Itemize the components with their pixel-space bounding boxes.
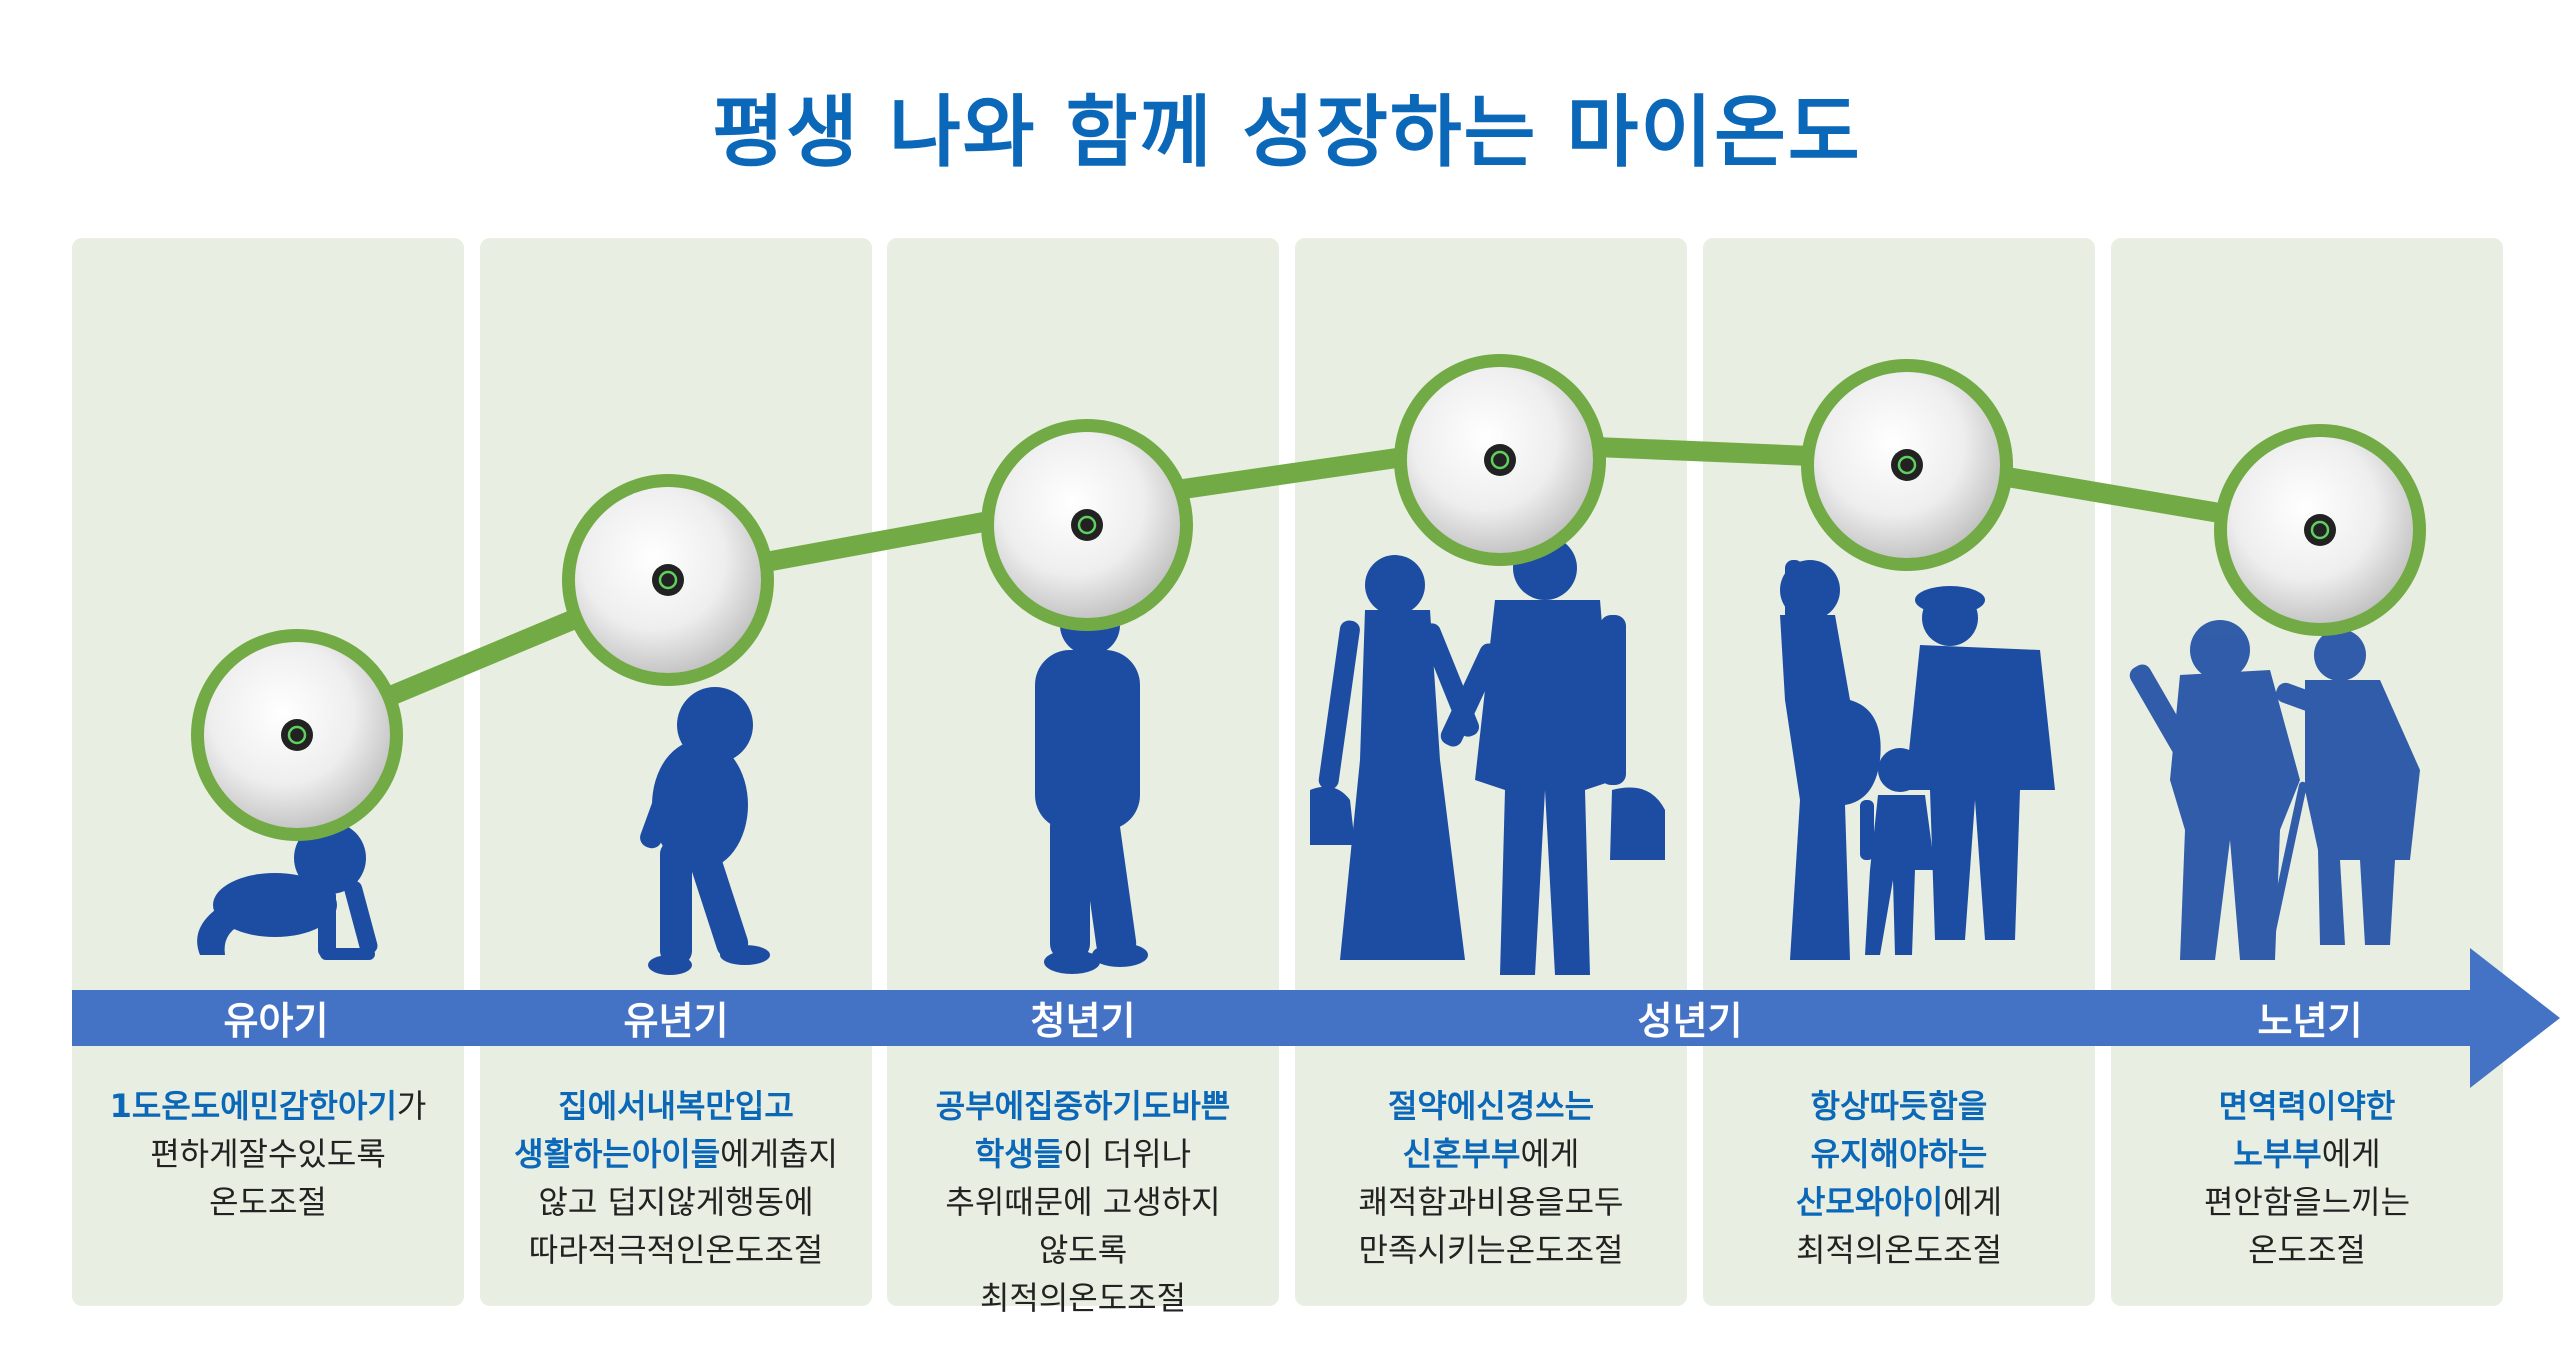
description-text: 않도록 (1038, 1231, 1128, 1269)
description-line: 면역력이약한 (2111, 1082, 2503, 1130)
description-text: 최적의온도조절 (1795, 1231, 2003, 1269)
description-line: 항상따듯함을 (1703, 1082, 2095, 1130)
stage-label-adult: 성년기 (1637, 999, 1743, 1043)
description-line: 절약에신경쓰는 (1295, 1082, 1687, 1130)
description-line: 만족시키는온도조절 (1295, 1226, 1687, 1274)
description-line: 최적의온도조절 (1703, 1226, 2095, 1274)
timeline-arrow (72, 948, 2560, 1088)
highlight-text: 절약에신경쓰는 (1387, 1087, 1595, 1125)
description-line: 최적의온도조절 (887, 1274, 1279, 1322)
thermostat-device-icon (2214, 424, 2426, 636)
description-line: 생활하는아이들에게춥지 (480, 1130, 872, 1178)
crawling-baby-icon (197, 822, 378, 960)
description-text: 편안함을느끼는 (2203, 1183, 2411, 1221)
family-icon (1780, 560, 2055, 960)
highlight-text: 학생들 (974, 1135, 1064, 1173)
description-line: 추위때문에 고생하지 (887, 1178, 1279, 1226)
highlight-text: 집에서내복만입고 (558, 1087, 794, 1125)
description-text: 이 더위나 (1063, 1135, 1192, 1173)
description-text: 추위때문에 고생하지 (945, 1183, 1221, 1221)
description-text: 가 (396, 1087, 427, 1125)
student-icon (1035, 574, 1148, 974)
stage-label-child: 유년기 (623, 999, 729, 1043)
highlight-text: 공부에집중하기도바쁜 (935, 1087, 1231, 1125)
description-text: 만족시키는온도조절 (1358, 1231, 1624, 1269)
description-line: 따라적극적인온도조절 (480, 1226, 872, 1274)
description-line: 집에서내복만입고 (480, 1082, 872, 1130)
highlight-text: 노부부 (2233, 1135, 2322, 1173)
description-text: 에게 (1520, 1135, 1580, 1173)
description-text: 따라적극적인온도조절 (528, 1231, 824, 1269)
description-text: 최적의온도조절 (979, 1279, 1187, 1317)
thermostat-device-icon (1394, 354, 1606, 566)
highlight-text: 항상따듯함을 (1810, 1087, 1988, 1125)
thermostat-device-icon (981, 419, 1193, 631)
toddler-icon (640, 687, 770, 975)
thermostat-device-icon (191, 629, 403, 841)
couple-icon (1310, 536, 1665, 975)
highlight-text: 1도온도에민감한아기 (109, 1087, 397, 1125)
description-line: 산모와아이에게 (1703, 1178, 2095, 1226)
description-text: 않고 덥지않게행동에 (538, 1183, 814, 1221)
thermostat-device-icon (1801, 359, 2013, 571)
highlight-text: 유지해야하는 (1810, 1135, 1988, 1173)
description-line: 쾌적함과비용을모두 (1295, 1178, 1687, 1226)
highlight-text: 면역력이약한 (2218, 1087, 2396, 1125)
description-line: 공부에집중하기도바쁜 (887, 1082, 1279, 1130)
description-line: 학생들이 더위나 (887, 1130, 1279, 1178)
page-title: 평생 나와 함께 성장하는 마이온도 (712, 88, 1862, 178)
description-line: 유지해야하는 (1703, 1130, 2095, 1178)
highlight-text: 생활하는아이들 (514, 1135, 721, 1173)
description-text: 온도조절 (209, 1183, 327, 1221)
description-text: 온도조절 (2248, 1231, 2366, 1269)
stage-label-infant: 유아기 (223, 999, 329, 1043)
description-line: 노부부에게 (2111, 1130, 2503, 1178)
description-line: 않고 덥지않게행동에 (480, 1178, 872, 1226)
stage-label-youth: 청년기 (1030, 999, 1136, 1043)
description-text: 에게 (2321, 1135, 2381, 1173)
description-line: 온도조절 (72, 1178, 464, 1226)
description-text: 에게 (1943, 1183, 2003, 1221)
description-line: 않도록 (887, 1226, 1279, 1274)
highlight-text: 신혼부부 (1402, 1135, 1521, 1173)
description-text: 에게춥지 (720, 1135, 838, 1173)
thermostat-device-icon (562, 474, 774, 686)
description-line: 편안함을느끼는 (2111, 1178, 2503, 1226)
elderly-couple-icon (2129, 620, 2420, 960)
description-line: 온도조절 (2111, 1226, 2503, 1274)
description-line: 편하게잘수있도록 (72, 1130, 464, 1178)
description-line: 신혼부부에게 (1295, 1130, 1687, 1178)
highlight-text: 산모와아이 (1795, 1183, 1944, 1221)
description-text: 쾌적함과비용을모두 (1358, 1183, 1624, 1221)
stage-label-senior: 노년기 (2257, 999, 2363, 1043)
description-line: 1도온도에민감한아기가 (72, 1082, 464, 1130)
description-text: 편하게잘수있도록 (150, 1135, 386, 1173)
